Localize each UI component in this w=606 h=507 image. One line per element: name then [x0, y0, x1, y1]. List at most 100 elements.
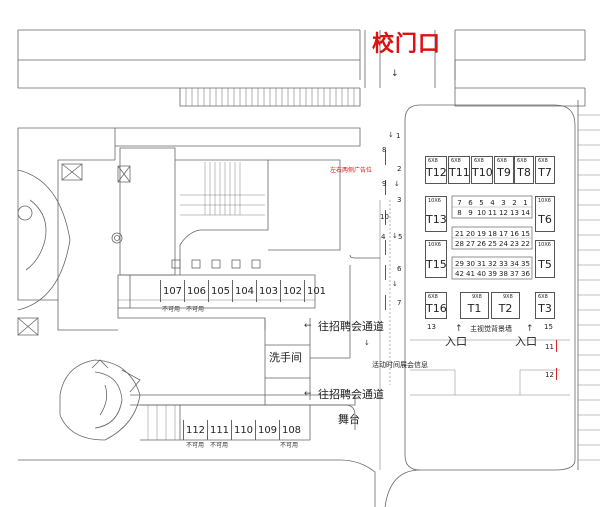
- marker-11: 11: [545, 343, 554, 351]
- room-109[interactable]: 109: [255, 420, 279, 440]
- room-108[interactable]: 108: [279, 420, 303, 440]
- ad-wall-mark: [385, 295, 386, 310]
- booth-t13[interactable]: 10X6 T13: [425, 196, 447, 232]
- gate-title: 校门口: [372, 32, 442, 57]
- stall-9[interactable]: 9: [468, 209, 473, 217]
- booth-t7[interactable]: 6X8 T7: [535, 156, 555, 184]
- stall-13[interactable]: 13: [510, 209, 519, 217]
- booth-t16[interactable]: 6X8 T16: [425, 292, 447, 319]
- stall-37[interactable]: 37: [510, 270, 519, 278]
- stall-10[interactable]: 10: [477, 209, 486, 217]
- stall-19[interactable]: 19: [477, 230, 486, 238]
- booth-t10[interactable]: 6X8 T10: [471, 156, 493, 184]
- info-label: 活动时间展会信息: [372, 361, 428, 369]
- stall-1[interactable]: 1: [523, 199, 528, 207]
- stall-30[interactable]: 30: [466, 260, 475, 268]
- booth-label: T11: [449, 166, 470, 179]
- entrance-right-label: 入口: [515, 335, 537, 348]
- room-101[interactable]: 101: [304, 280, 328, 302]
- marker-9: 9: [382, 180, 387, 188]
- room-105[interactable]: 105: [208, 280, 232, 302]
- ad-sign-label: 左右两侧广告位: [330, 167, 373, 174]
- booth-size: 6X8: [451, 158, 461, 164]
- stall-16[interactable]: 16: [510, 230, 519, 238]
- room-102[interactable]: 102: [280, 280, 304, 302]
- left-arrow-icon: ←: [304, 321, 312, 331]
- marker-4: 4: [381, 233, 386, 241]
- stall-29[interactable]: 29: [455, 260, 464, 268]
- stall-32[interactable]: 32: [488, 260, 497, 268]
- booth-t11[interactable]: 6X8 T11: [448, 156, 470, 184]
- booth-size: 10X6: [538, 242, 551, 248]
- stall-28[interactable]: 28: [455, 240, 464, 248]
- marker-1: 1: [396, 132, 401, 140]
- booth-label: T10: [472, 166, 493, 179]
- ad-wall-mark: [385, 265, 386, 280]
- booth-t15[interactable]: 10X6 T15: [425, 240, 447, 278]
- room-112[interactable]: 112: [183, 420, 207, 440]
- booth-size: 6X8: [538, 294, 548, 300]
- stall-12[interactable]: 12: [499, 209, 508, 217]
- booth-t2[interactable]: 9X8 T2: [491, 292, 520, 319]
- booth-t9[interactable]: 6X8 T9: [494, 156, 514, 184]
- stall-39[interactable]: 39: [488, 270, 497, 278]
- stall-38[interactable]: 38: [499, 270, 508, 278]
- stall-41[interactable]: 41: [466, 270, 475, 278]
- corridor-label-1: 往招聘会通道: [318, 320, 384, 333]
- stall-14[interactable]: 14: [521, 209, 530, 217]
- stall-40[interactable]: 40: [477, 270, 486, 278]
- room-103[interactable]: 103: [256, 280, 280, 302]
- washroom-label: 洗手间: [269, 351, 302, 364]
- stall-42[interactable]: 42: [455, 270, 464, 278]
- stall-15[interactable]: 15: [521, 230, 530, 238]
- booth-label: T15: [426, 258, 447, 271]
- stall-25[interactable]: 25: [488, 240, 497, 248]
- stall-18[interactable]: 18: [488, 230, 497, 238]
- booth-size: 9X8: [503, 294, 513, 300]
- booth-label: T12: [426, 166, 447, 179]
- stall-4[interactable]: 4: [490, 199, 495, 207]
- stall-21[interactable]: 21: [455, 230, 464, 238]
- stall-23[interactable]: 23: [510, 240, 519, 248]
- up-arrow-icon: ↑: [455, 324, 463, 334]
- stall-36[interactable]: 36: [521, 270, 530, 278]
- stage-label: 舞台: [338, 413, 360, 426]
- stall-35[interactable]: 35: [521, 260, 530, 268]
- stall-34[interactable]: 34: [510, 260, 519, 268]
- down-arrow-icon: ↓: [391, 69, 399, 79]
- stall-27[interactable]: 27: [466, 240, 475, 248]
- room-104[interactable]: 104: [232, 280, 256, 302]
- stall-2[interactable]: 2: [512, 199, 517, 207]
- booth-label: T1: [467, 302, 482, 315]
- booth-t3[interactable]: 6X8 T3: [535, 292, 555, 319]
- stall-11[interactable]: 11: [488, 209, 497, 217]
- room-111[interactable]: 111: [207, 420, 231, 440]
- booth-t5[interactable]: 10X6 T5: [535, 240, 555, 278]
- stall-33[interactable]: 33: [499, 260, 508, 268]
- down-arrow-icon: ↓: [392, 232, 398, 240]
- room-107[interactable]: 107: [160, 280, 184, 302]
- stall-3[interactable]: 3: [501, 199, 506, 207]
- stall-26[interactable]: 26: [477, 240, 486, 248]
- stall-22[interactable]: 22: [521, 240, 530, 248]
- room-110[interactable]: 110: [231, 420, 255, 440]
- stall-7[interactable]: 7: [457, 199, 462, 207]
- booth-size: 6X8: [538, 158, 548, 164]
- stall-6[interactable]: 6: [468, 199, 473, 207]
- stall-8[interactable]: 8: [457, 209, 462, 217]
- stall-20[interactable]: 20: [466, 230, 475, 238]
- stall-5[interactable]: 5: [479, 199, 484, 207]
- stall-31[interactable]: 31: [477, 260, 486, 268]
- room-106[interactable]: 106: [184, 280, 208, 302]
- stall-24[interactable]: 24: [499, 240, 508, 248]
- ad-wall-mark: [556, 340, 557, 352]
- booth-t6[interactable]: 10X6 T6: [535, 196, 555, 232]
- booth-t12[interactable]: 6X8 T12: [425, 156, 447, 184]
- marker-15: 15: [544, 323, 553, 331]
- stall-17[interactable]: 17: [499, 230, 508, 238]
- booth-size: 9X8: [472, 294, 482, 300]
- booth-t1[interactable]: 9X8 T1: [460, 292, 489, 319]
- booth-t8[interactable]: 6X8 T8: [514, 156, 534, 184]
